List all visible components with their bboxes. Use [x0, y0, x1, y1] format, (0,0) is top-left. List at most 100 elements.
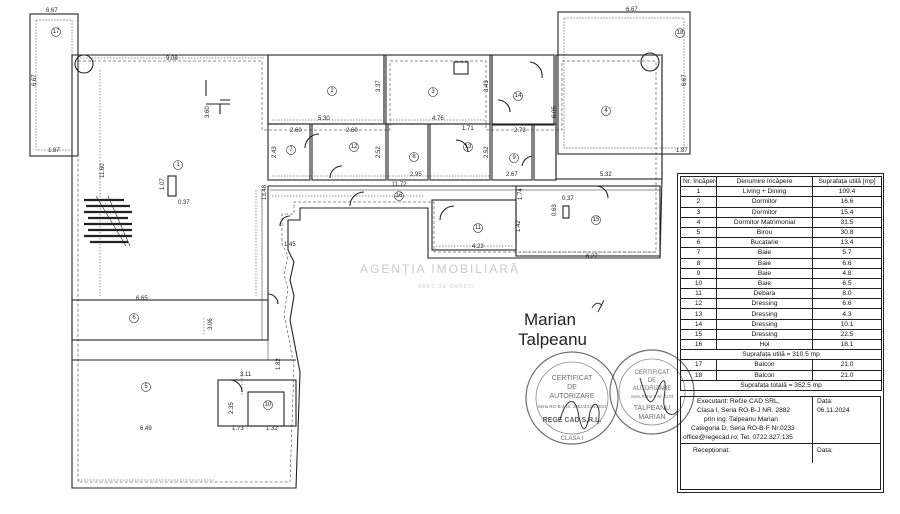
cell-room-area: 30.8	[812, 226, 882, 239]
cell-room-name: Balcon	[716, 359, 813, 371]
date-value: 06.11.2024	[817, 407, 850, 414]
stamp-regecad-line2: DE	[567, 384, 577, 391]
dim-label: 2.73	[514, 128, 526, 134]
dim-label: 1.45	[284, 242, 296, 248]
handwritten-signature	[559, 299, 679, 430]
header-room-name: Denumire încăpere	[716, 175, 813, 188]
executant-line-2: Clasa I, Seria RO-B-J NR. 2882	[697, 407, 791, 414]
cell-room-name: Dormitor	[716, 206, 813, 218]
cell-room-name: Baie	[716, 267, 813, 279]
dim-label: 3.06	[208, 318, 214, 330]
room-area-table: Nr. încăpere Denumire încăpere Suprafața…	[680, 175, 882, 391]
svg-text:15: 15	[593, 217, 600, 223]
svg-text:12: 12	[351, 144, 358, 150]
watermark-subtitle: ARES DE ORHEIU	[418, 284, 475, 290]
cell-room-no: 6	[680, 237, 717, 249]
dim-label: 9.08	[166, 56, 178, 62]
date-label: Data:	[817, 398, 833, 405]
dim-label: 13.48	[262, 184, 268, 200]
dim-label: 1.87	[676, 148, 688, 154]
svg-text:14: 14	[515, 93, 522, 99]
dim-label: 2.52	[484, 146, 490, 158]
dim-label: 2.43	[272, 146, 278, 158]
dimension-labels: 6.67 6.67 6.67 6.67 9.08 5.30 4.76 1.87 …	[32, 7, 688, 432]
svg-text:4: 4	[604, 108, 608, 114]
svg-text:7: 7	[289, 147, 293, 153]
dim-label: 1.42	[516, 220, 522, 232]
cell-room-no: 11	[680, 288, 717, 300]
total-area-row: Suprafața totală = 352.5 mp	[680, 379, 882, 391]
svg-text:6: 6	[132, 315, 136, 321]
watermark-title: AGENȚIA IMOBILIARĂ	[360, 262, 521, 276]
svg-text:3: 3	[431, 89, 435, 95]
room-marker-6: 6	[129, 313, 139, 323]
svg-text:8: 8	[412, 154, 416, 160]
cell-room-area: 10.1	[812, 318, 882, 330]
dim-label: 3.37	[376, 80, 382, 92]
dim-label: 0.63	[552, 204, 558, 216]
executant-line-5: office@regecad.ro; Tel. 0722.327.135	[683, 434, 793, 441]
cell-room-no: 13	[680, 308, 717, 320]
room-marker-1: 1	[173, 160, 183, 170]
cell-room-name: Dressing	[716, 318, 813, 330]
cell-room-area: 16.6	[812, 196, 882, 208]
stamp-regecad-line4: Seria RO-B-J Nr. 2882/23.05.2024	[538, 404, 607, 409]
cell-room-name: Baie	[716, 257, 813, 269]
cell-room-name: Dormitor	[716, 196, 813, 208]
cell-room-no: 4	[680, 216, 717, 228]
room-marker-7: 7	[286, 145, 296, 155]
room-marker-2: 2	[327, 86, 337, 96]
dim-label: 5.30	[318, 116, 330, 122]
title-block-divider	[812, 397, 813, 463]
room-marker-12: 12	[349, 142, 359, 152]
table-header-row: Nr. încăpere Denumire încăpere Suprafața…	[680, 175, 882, 188]
cell-room-name: Balcon	[716, 369, 813, 381]
cell-room-area: 22.5	[812, 328, 882, 341]
cell-room-no: 7	[680, 247, 717, 259]
stamp-regecad-line5: REGE CAD S.R.L.	[543, 417, 602, 424]
dim-label: 6.65	[136, 296, 148, 302]
dim-label: 2.60	[290, 128, 302, 134]
cell-room-name: Bucatarie	[716, 237, 813, 249]
stamp-talpeanu-line1: CERTIFICAT	[635, 370, 670, 376]
cell-room-name: Hol	[716, 338, 813, 351]
cell-room-no: 1	[680, 186, 717, 198]
cell-room-area: 8.0	[812, 288, 882, 300]
cell-room-no: 2	[680, 196, 717, 208]
receptionat-label: Recepționat:	[693, 447, 731, 454]
stamp-regecad-line1: CERTIFICAT	[552, 375, 593, 382]
executant-line-4: Categoria D, Seria RO-B-F Nr.0233	[691, 425, 795, 432]
cell-room-name: Dressing	[716, 328, 813, 341]
cell-room-no: 10	[680, 277, 717, 290]
dim-label: 6.67	[682, 74, 688, 86]
cell-room-no: 3	[680, 206, 717, 218]
dim-label: 1.32	[266, 426, 278, 432]
total-area-row-text: Suprafața totală = 352.5 mp	[680, 379, 882, 391]
cell-room-area: 6.6	[812, 257, 882, 269]
cell-room-no: 9	[680, 267, 717, 279]
room-marker-16: 16	[394, 191, 404, 201]
svg-text:5: 5	[144, 384, 148, 390]
cell-room-no: 14	[680, 318, 717, 330]
useful-area-total-row-text: Suprafața utilă = 310.5 mp	[680, 349, 882, 361]
room-marker-15: 15	[591, 215, 601, 225]
room-marker-3: 3	[428, 87, 438, 97]
dim-label: 6.67	[626, 7, 638, 13]
room-markers: 1 2 3 4 5 6 7 8 9 10 11 12 13 14 15 16 1…	[51, 27, 685, 410]
header-room-area: Suprafața utilă [mp]	[812, 175, 882, 188]
stamp-talpeanu-line4: Seria RO-B-F Nr. 0233	[631, 394, 674, 399]
cell-room-name: Living + Dining	[716, 186, 813, 198]
room-marker-4: 4	[601, 106, 611, 116]
svg-text:16: 16	[396, 193, 403, 199]
legend-frame	[677, 173, 884, 493]
cell-room-name: Baie	[716, 247, 813, 259]
